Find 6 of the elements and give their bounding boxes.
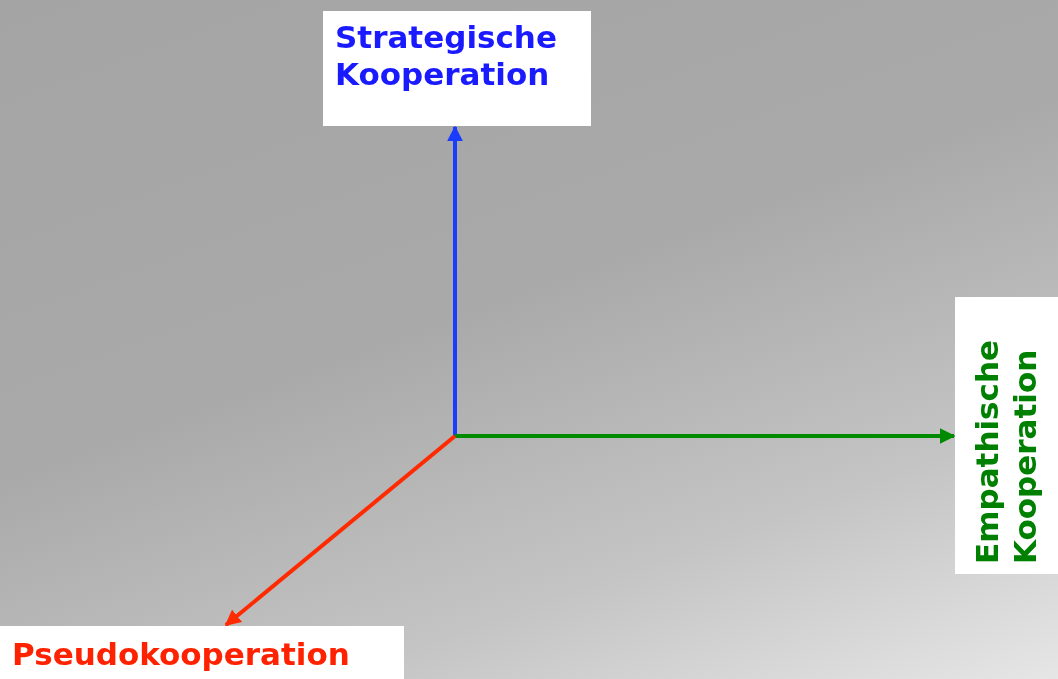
- arrow: [224, 434, 457, 627]
- arrow: [447, 125, 463, 436]
- arrow: [455, 428, 956, 444]
- axis-label: Empathische Kooperation: [955, 297, 1058, 574]
- axis-label: Pseudokooperation: [0, 626, 404, 679]
- axis-label: Strategische Kooperation: [323, 11, 591, 126]
